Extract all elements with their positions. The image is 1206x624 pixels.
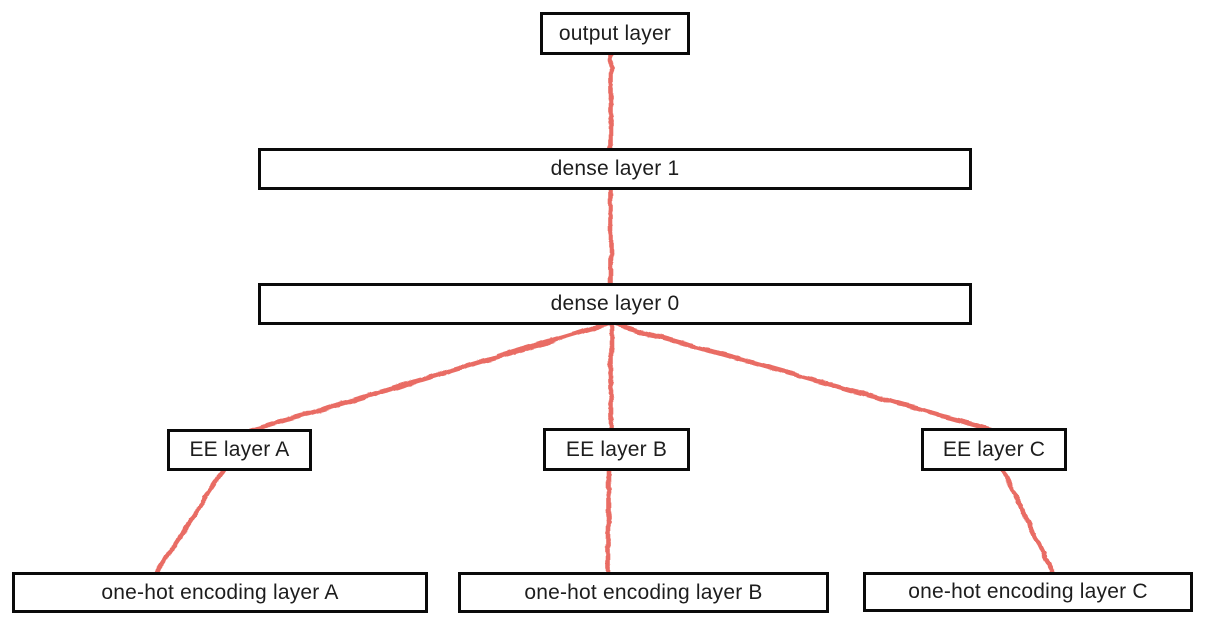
node-one-hot-encoding-layer-c-label: one-hot encoding layer C — [908, 580, 1148, 603]
edge-dense0-ee-c — [611, 321, 995, 433]
node-one-hot-encoding-layer-b-label: one-hot encoding layer B — [524, 580, 763, 604]
node-ee-layer-b: EE layer B — [543, 428, 690, 471]
node-output-layer-label: output layer — [558, 21, 672, 45]
edge-dense0-ee-a — [247, 321, 611, 434]
node-dense-layer-1-label: dense layer 1 — [550, 157, 680, 180]
node-dense-layer-0: dense layer 0 — [258, 283, 972, 325]
edge-ee-a-onehot-a — [153, 467, 227, 576]
node-output-layer: output layer — [540, 12, 690, 55]
node-one-hot-encoding-layer-a-label: one-hot encoding layer A — [101, 580, 339, 604]
node-one-hot-encoding-layer-c: one-hot encoding layer C — [863, 572, 1193, 612]
node-ee-layer-a-label: EE layer A — [189, 438, 290, 461]
node-one-hot-encoding-layer-b: one-hot encoding layer B — [458, 572, 829, 613]
node-dense-layer-1: dense layer 1 — [258, 148, 972, 190]
node-dense-layer-0-label: dense layer 0 — [550, 292, 680, 315]
edge-ee-c-onehot-c — [1000, 467, 1056, 577]
node-one-hot-encoding-layer-a: one-hot encoding layer A — [12, 572, 428, 613]
node-ee-layer-c: EE layer C — [921, 428, 1067, 471]
node-ee-layer-a: EE layer A — [167, 429, 312, 471]
node-ee-layer-c-label: EE layer C — [942, 437, 1046, 461]
node-ee-layer-b-label: EE layer B — [565, 437, 668, 461]
